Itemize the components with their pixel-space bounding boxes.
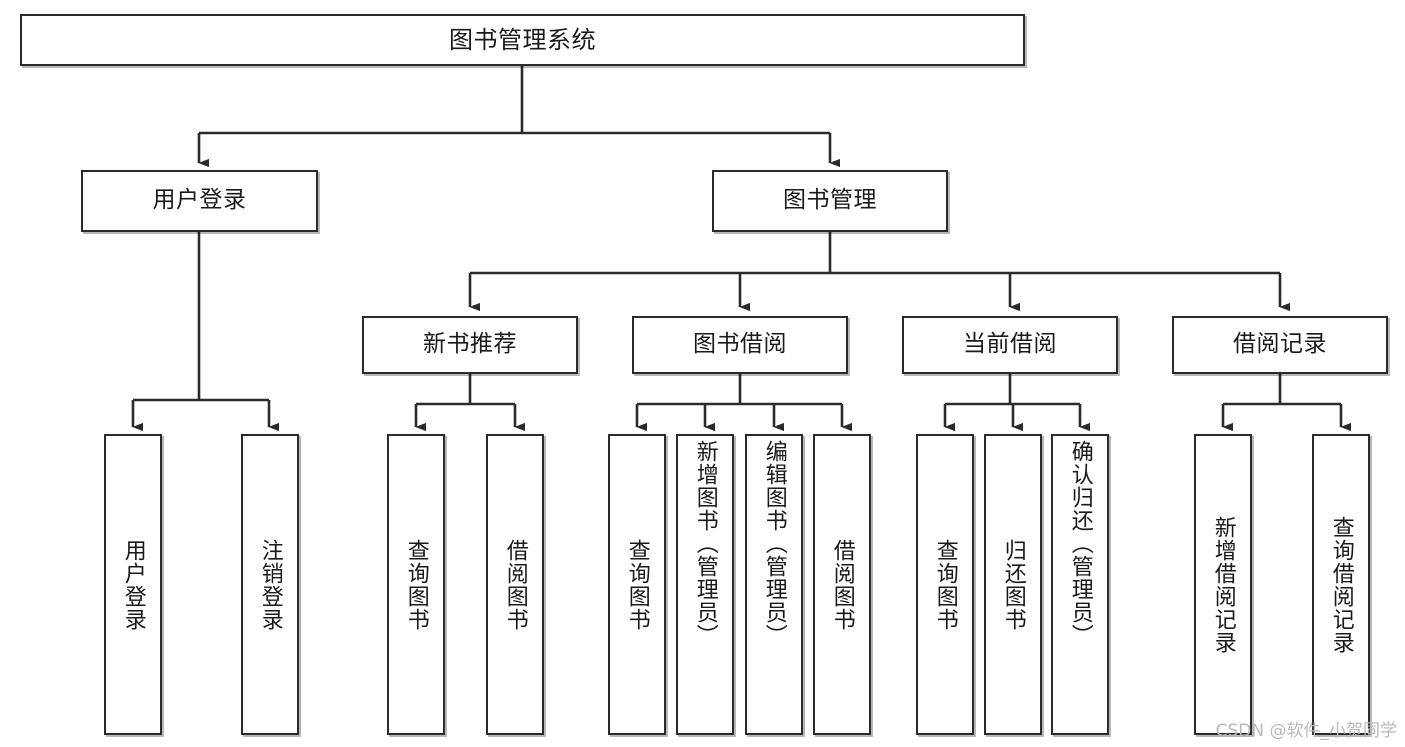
csdn-watermark: CSDN @软件_小贺同学: [1215, 721, 1397, 741]
node-book-borrow[interactable]: 图书借阅: [632, 316, 848, 374]
node-label: 新书推荐: [423, 331, 517, 358]
node-book-manage[interactable]: 图书管理: [712, 170, 948, 232]
leaf-add-borrow-record[interactable]: 新增借阅记录: [1194, 434, 1252, 735]
node-borrow-record[interactable]: 借阅记录: [1172, 316, 1388, 374]
leaf-return-book[interactable]: 归还图书: [984, 434, 1042, 735]
leaf-query-book-borrow[interactable]: 查询图书: [608, 434, 666, 735]
node-label: 当前借阅: [963, 331, 1057, 358]
leaf-label: 归还图书: [1000, 538, 1026, 631]
leaf-borrow-book-borrow[interactable]: 借阅图书: [813, 434, 871, 735]
connector-bookborrow-to-leaves: [635, 374, 853, 432]
node-label: 图书管理: [783, 187, 877, 214]
connector-root-to-level2: [197, 66, 841, 168]
leaf-label: 借阅图书: [829, 538, 855, 631]
node-label: 图书管理系统: [449, 25, 596, 54]
node-book-management-system[interactable]: 图书管理系统: [20, 14, 1025, 66]
connector-borrowrecord-to-leaves: [1221, 374, 1352, 432]
leaf-label: 查询图书: [932, 538, 958, 631]
node-user-login[interactable]: 用户登录: [81, 170, 318, 232]
leaf-add-book-admin[interactable]: 新增图书（管理员）: [676, 434, 734, 735]
leaf-label: 查询借阅记录: [1328, 515, 1354, 654]
leaf-label: 新增借阅记录: [1210, 515, 1236, 654]
connector-bookmanage-to-level3: [468, 232, 1291, 312]
leaf-label: 注销登录: [257, 538, 283, 631]
node-label: 图书借阅: [693, 331, 787, 358]
leaf-label: 编辑图书（管理员）: [761, 440, 787, 647]
node-current-borrow[interactable]: 当前借阅: [902, 316, 1118, 374]
leaf-edit-book-admin[interactable]: 编辑图书（管理员）: [745, 434, 803, 735]
leaf-label: 用户登录: [120, 538, 146, 631]
leaf-label: 查询图书: [403, 538, 429, 631]
leaf-query-borrow-record[interactable]: 查询借阅记录: [1312, 434, 1370, 735]
leaf-label: 借阅图书: [502, 538, 528, 631]
connector-currentborrow-to-leaves: [943, 374, 1091, 432]
leaf-user-login[interactable]: 用户登录: [104, 434, 162, 735]
node-new-book-recommend[interactable]: 新书推荐: [362, 316, 578, 374]
leaf-label: 查询图书: [624, 538, 650, 631]
leaf-logout-login[interactable]: 注销登录: [241, 434, 299, 735]
connector-newbook-to-leaves: [414, 374, 526, 432]
connector-userlogin-to-leaves: [131, 232, 280, 432]
node-label: 借阅记录: [1233, 331, 1327, 358]
leaf-query-book-current[interactable]: 查询图书: [916, 434, 974, 735]
node-label: 用户登录: [152, 187, 247, 214]
leaf-confirm-return-admin[interactable]: 确认归还（管理员）: [1051, 434, 1109, 735]
leaf-label: 新增图书（管理员）: [692, 440, 718, 647]
leaf-query-book-recommend[interactable]: 查询图书: [387, 434, 445, 735]
leaf-label: 确认归还（管理员）: [1067, 440, 1093, 647]
leaf-borrow-book-recommend[interactable]: 借阅图书: [486, 434, 544, 735]
